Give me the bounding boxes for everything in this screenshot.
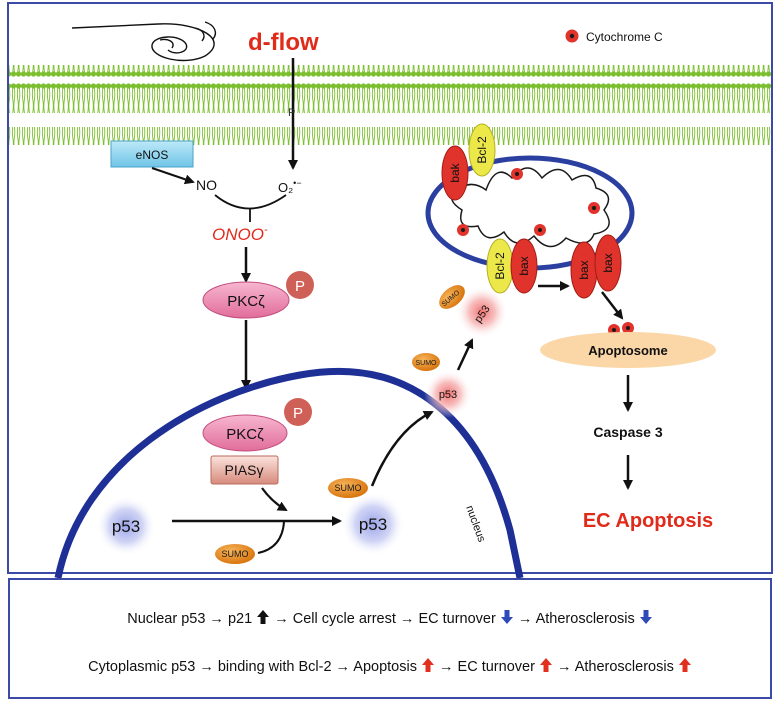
nucleus-membrane [54, 367, 524, 578]
pias-label: PIASγ [225, 462, 264, 478]
sumo-bottom-label: SUMO [222, 549, 249, 559]
enos-box [110, 140, 194, 168]
pias-arrow [261, 487, 288, 511]
summary-box: Nuclear p53 → p21 → Cell cycle arrest → … [8, 578, 772, 699]
p53-left-label: p53 [112, 517, 140, 536]
p53-right-label: p53 [359, 515, 387, 534]
cytochrome-c-legend: Cytochrome C [565, 29, 663, 44]
sumo-nuclear [328, 478, 368, 498]
caspase-label: Caspase 3 [593, 424, 662, 440]
bax-to-apoptosome-arrow [601, 291, 624, 320]
pias-box [210, 455, 279, 485]
ec-apoptosis-label: EC Apoptosis [583, 510, 713, 532]
o2-label: O₂•− [278, 178, 302, 195]
down-arrow-blue-icon [500, 610, 513, 624]
pkc-top-label: PKCζ [227, 293, 265, 310]
diagram-canvas: d-flow Cytochrome C P eNOS NO O₂•− ONOO-… [7, 2, 773, 578]
apoptosome-label: Apoptosome [588, 343, 667, 358]
phospho-top [286, 271, 314, 299]
p53-glow-cyto-low [424, 370, 472, 418]
line2-part2: → EC turnover [439, 659, 539, 675]
pkc-zeta-top [202, 281, 290, 319]
up-arrow-red-icon [421, 658, 434, 672]
legend-label: Cytochrome C [586, 30, 663, 44]
p53-up-arrow [456, 338, 474, 371]
line2-part1: Cytoplasmic p53 → binding with Bcl-2 → A… [88, 659, 417, 675]
nucleus-label: nucleus [463, 504, 487, 544]
apoptosome [540, 332, 716, 368]
summary-line-nuclear: Nuclear p53 → p21 → Cell cycle arrest → … [10, 609, 770, 627]
bak-protein [441, 145, 469, 201]
bax-lower [510, 238, 538, 294]
cell-membrane [9, 65, 771, 145]
pkc-zeta-nuclear [202, 414, 288, 452]
up-arrow-black-icon [257, 610, 270, 624]
bcl2-top-label: Bcl-2 [475, 136, 489, 164]
line1-part1: Nuclear p53 → p21 [127, 611, 253, 627]
p53-glow-right [341, 492, 405, 556]
phospho-nuclear [284, 398, 312, 426]
bax-lower-label: bax [517, 256, 531, 275]
bcl2-lower-label: Bcl-2 [493, 252, 507, 280]
no-label: NO [196, 177, 217, 193]
sumo-cyto-high [439, 285, 465, 309]
onoo-label: ONOO- [212, 224, 268, 244]
export-arrow [370, 410, 434, 487]
bak-label: bak [448, 162, 462, 182]
sumo-nuclear-label: SUMO [335, 483, 362, 493]
up-arrow-red-icon [678, 658, 691, 672]
summary-line-cytoplasmic: Cytoplasmic p53 → binding with Bcl-2 → A… [10, 657, 770, 675]
enos-arrow [151, 167, 195, 185]
merge-curve [214, 194, 287, 210]
sumo-join-curve [257, 521, 285, 554]
line1-part3: → Atherosclerosis [517, 611, 635, 627]
membrane-p-mark: P [288, 107, 295, 119]
phospho-nuclear-label: P [293, 405, 303, 422]
down-arrow-blue-icon [639, 610, 652, 624]
phospho-top-label: P [295, 278, 305, 295]
enos-label: eNOS [136, 148, 169, 162]
up-arrow-red-icon [539, 658, 552, 672]
p53-glow-cyto-high [456, 286, 508, 338]
cytochrome-c-dots [457, 168, 600, 236]
bax-pair-left-label: bax [577, 260, 591, 279]
sumo-bottom [215, 544, 255, 564]
pkc-nuclear-label: PKCζ [226, 426, 264, 443]
d-flow-label: d-flow [248, 29, 319, 56]
bcl2-top [468, 123, 496, 177]
p53-cyto-low-label: p53 [439, 389, 457, 401]
p53-glow-left [96, 496, 156, 556]
diagram-frame [7, 2, 773, 574]
sumo-cyto-low-label: SUMO [416, 360, 438, 367]
flow-swirl-icon [71, 21, 217, 62]
line1-part2: → Cell cycle arrest → EC turnover [274, 611, 496, 627]
bax-pair-right [594, 234, 622, 292]
line2-part3: → Atherosclerosis [556, 659, 678, 675]
sumo-cyto-low [412, 353, 440, 371]
bax-pair-right-label: bax [601, 253, 615, 272]
